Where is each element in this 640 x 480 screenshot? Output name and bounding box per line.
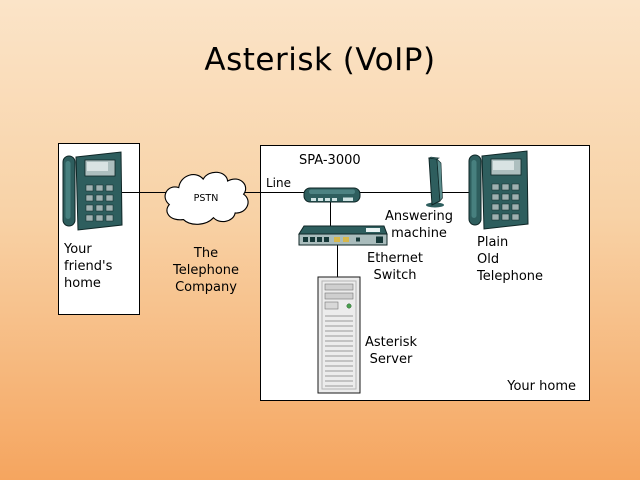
pstn-cloud-icon [159, 164, 253, 230]
spa3000-device-icon [303, 186, 361, 204]
connection-line-spa-switch [330, 202, 331, 227]
connection-line-switch-server [337, 244, 338, 277]
ethernet-switch-icon [296, 224, 388, 248]
ethernet-switch-label: Ethernet Switch [367, 251, 423, 283]
spa3000-label: SPA-3000 [299, 153, 361, 168]
connection-line-pstn [116, 192, 472, 193]
friend-telephone-icon [62, 149, 124, 233]
your-home-label: Your home [507, 379, 576, 394]
asterisk-server-label: Asterisk Server [364, 335, 418, 367]
page-title: Asterisk (VoIP) [204, 42, 436, 78]
line-label: Line [266, 176, 292, 190]
pstn-label: PSTN [193, 193, 219, 204]
telephone-company-label: The Telephone Company [172, 246, 240, 295]
plain-old-telephone-label: Plain Old Telephone [477, 235, 544, 284]
asterisk-server-icon [317, 276, 361, 394]
friend-home-label: Your friend's home [64, 242, 113, 291]
answering-machine-icon [424, 156, 444, 208]
plain-old-telephone-icon [468, 148, 530, 232]
answering-machine-label: Answering machine [385, 209, 453, 241]
